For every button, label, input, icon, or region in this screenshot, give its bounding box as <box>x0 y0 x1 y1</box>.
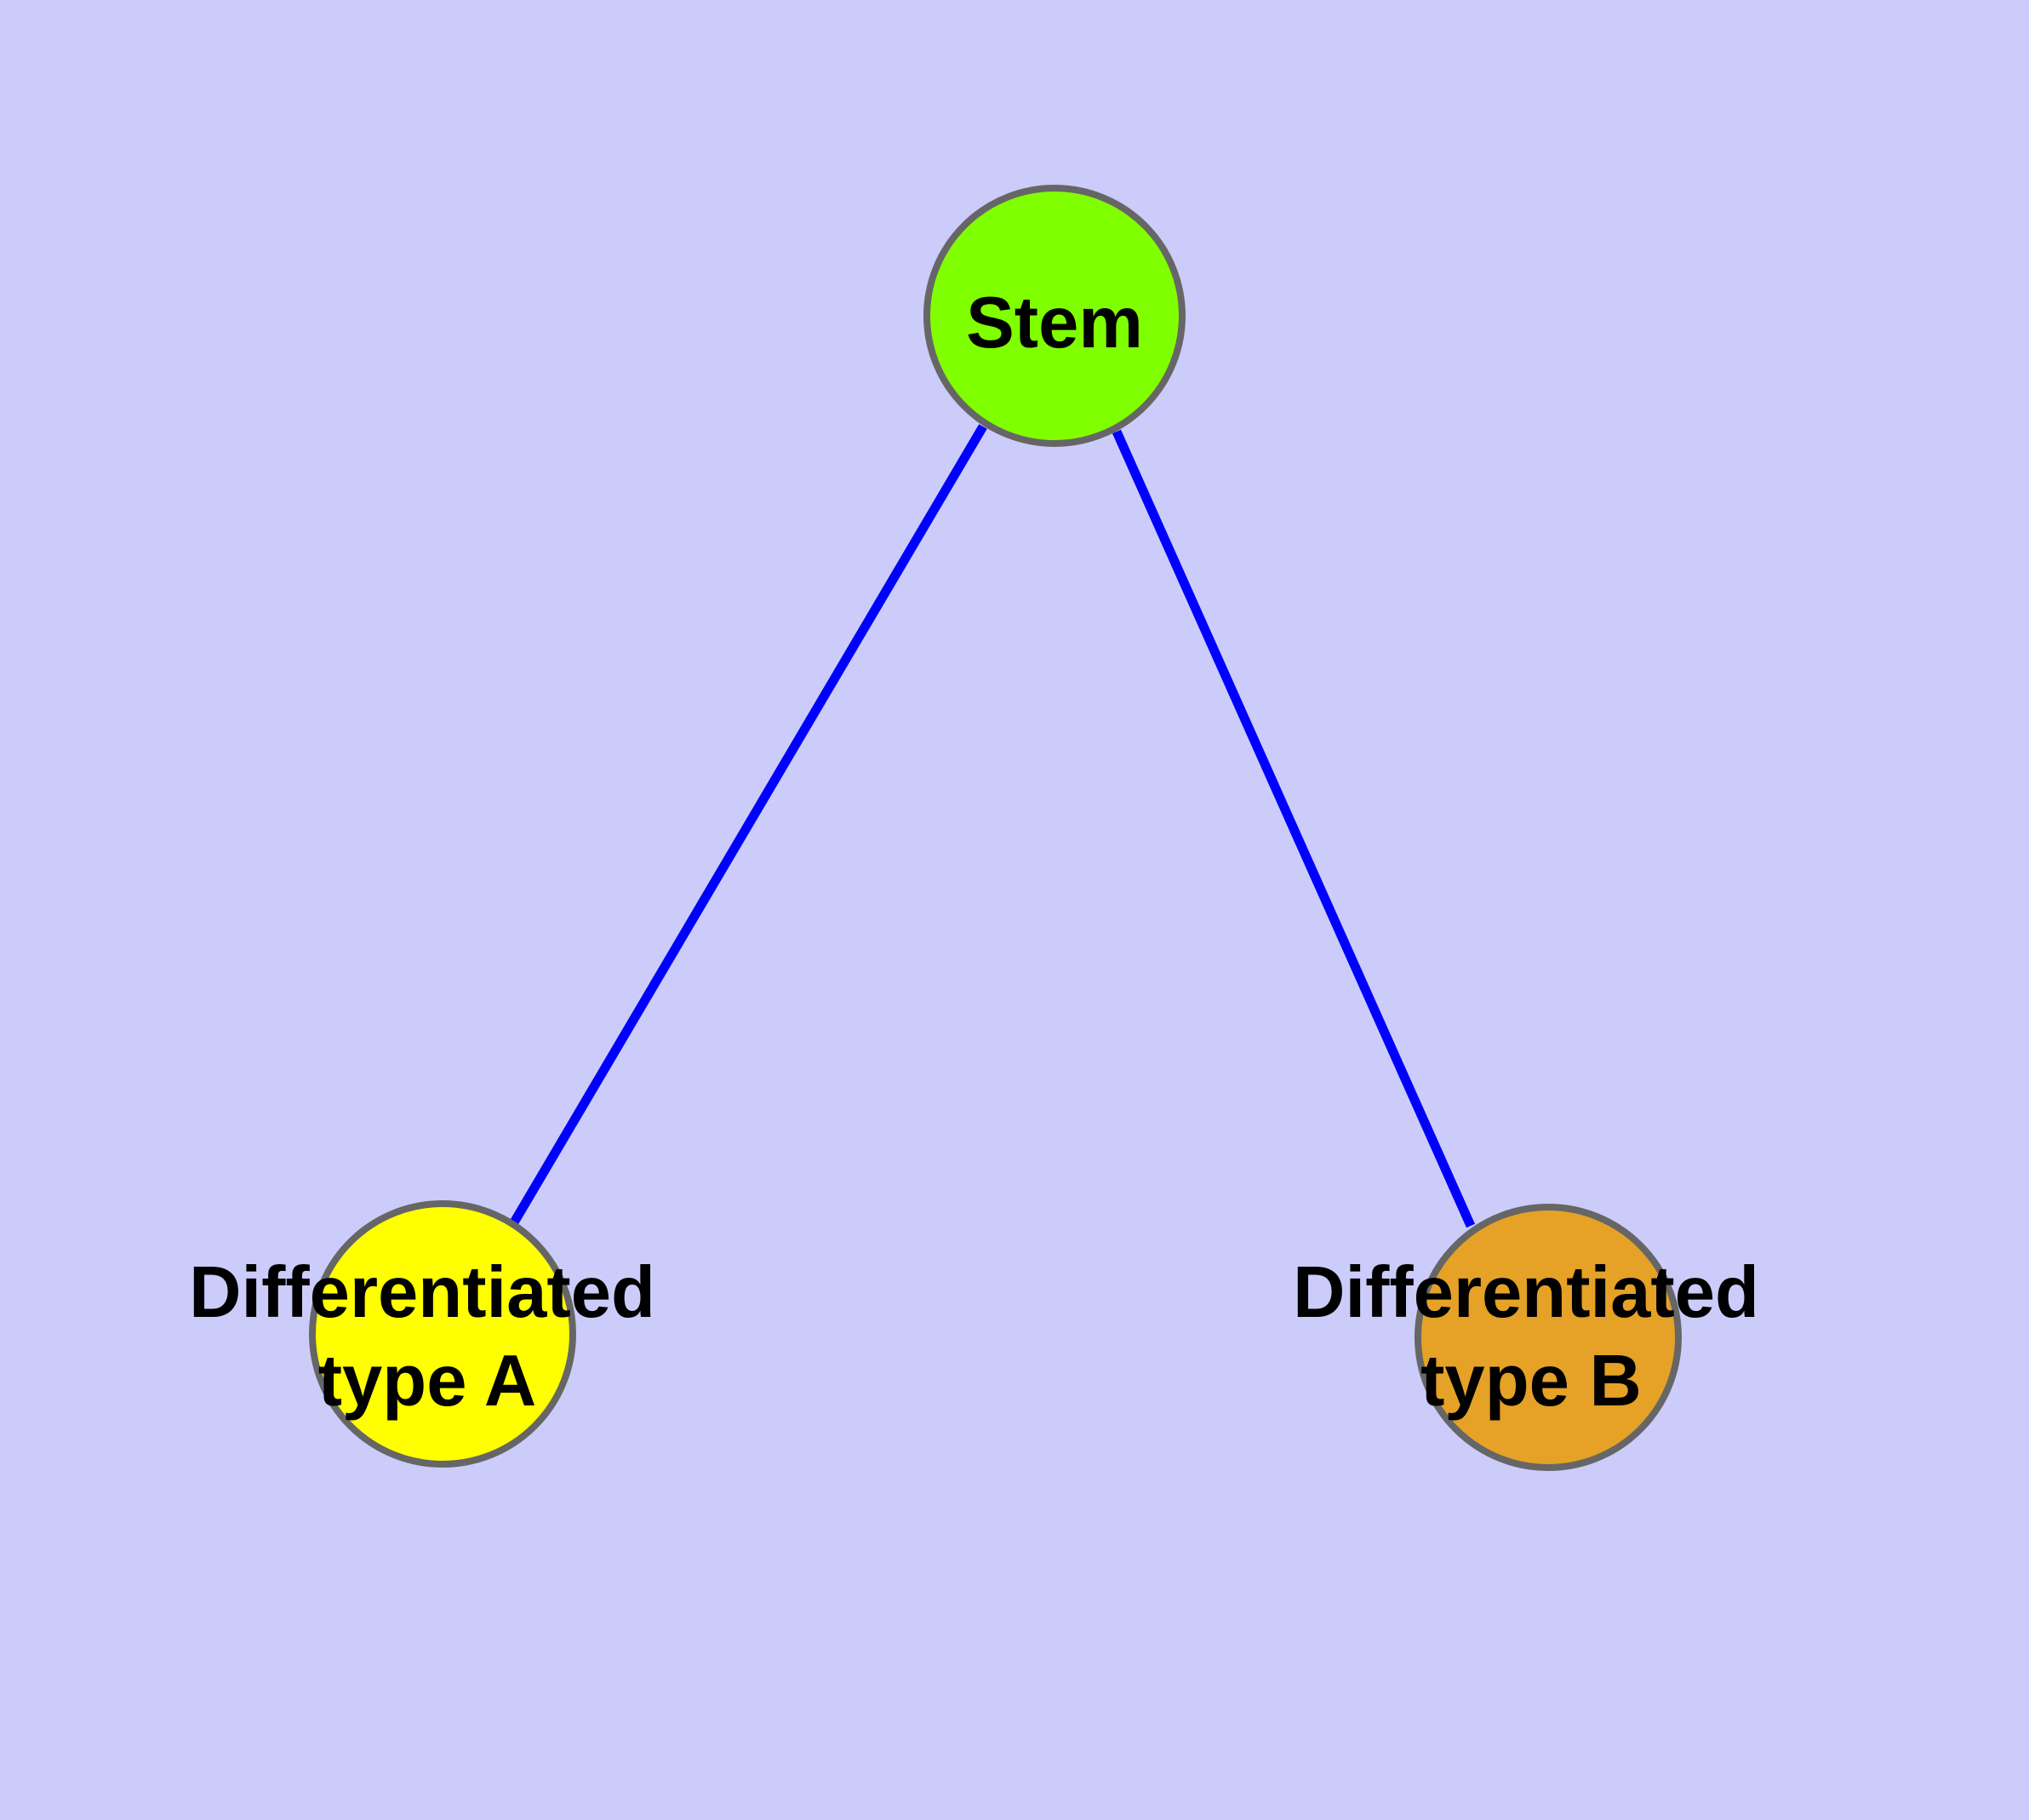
node-label-differentiated-type-a-line1: Differentiated <box>189 1252 655 1333</box>
label-layer: Stem Differentiated type A Differentiate… <box>189 283 1759 1422</box>
node-label-stem-line1: Stem <box>966 283 1143 363</box>
node-label-differentiated-type-a-line2: type A <box>318 1341 537 1422</box>
edge-layer <box>510 424 1476 1228</box>
node-label-differentiated-type-b-line1: Differentiated <box>1293 1252 1759 1333</box>
node-layer <box>309 185 1682 1471</box>
node-stem[interactable] <box>923 185 1186 447</box>
edge-stem-to-differentiated-type-b[interactable] <box>1112 429 1476 1228</box>
node-differentiated-type-b[interactable] <box>1415 1204 1682 1471</box>
edge-stem-to-differentiated-type-a[interactable] <box>510 424 987 1225</box>
node-differentiated-type-a[interactable] <box>309 1200 576 1468</box>
node-label-differentiated-type-b-line2: type B <box>1420 1341 1642 1422</box>
